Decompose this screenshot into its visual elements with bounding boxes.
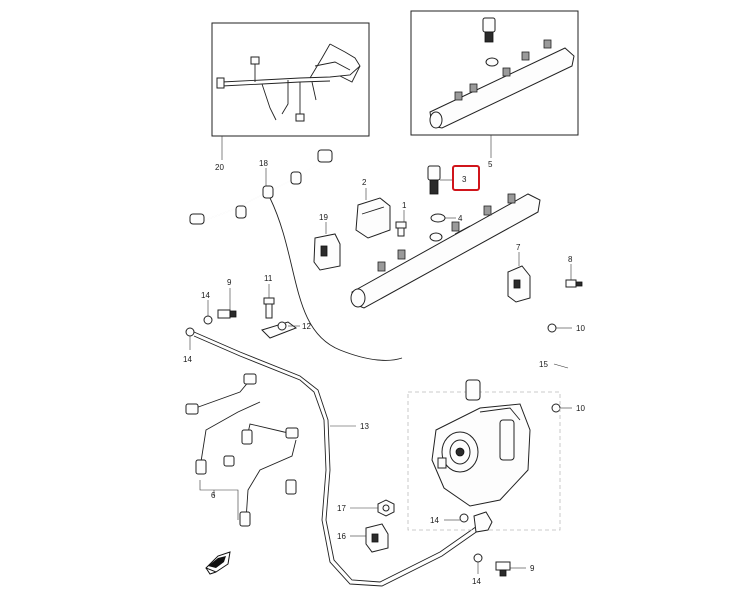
part-injection-pump [407,379,561,531]
part-17-nut [377,499,395,517]
callout-4: 4 [458,214,463,223]
part-8-bolt [565,279,583,288]
part-1-bolt [395,221,407,237]
part-9-banjo-bolt-lower [495,561,511,577]
part-10-hose-clamp-lower [551,403,561,413]
callout-16: 16 [337,532,346,541]
inset-rail-5 [410,10,579,136]
part-14-washer-lower [473,553,483,563]
inset-harness-20 [211,22,370,137]
callout-8: 8 [568,255,573,264]
callout-11: 11 [264,274,273,283]
callout-10-lower: 10 [576,404,585,413]
part-18-leakoff-pipe [189,149,403,361]
part-11-bolt [263,297,275,319]
part-4-seal-ring [430,213,446,223]
part-6-injector-pipes [185,373,299,527]
part-10-hose-clamp-upper [547,323,557,333]
part-12-clip [261,321,298,339]
callout-5: 5 [488,160,493,169]
callout-7: 7 [516,243,521,252]
callout-14-pump: 14 [430,516,439,525]
part-14-washer-left [185,327,195,337]
highlight-box-part-3 [452,165,480,191]
callout-14-left: 14 [183,355,192,364]
callout-1: 1 [402,201,407,210]
part-13-hp-pipe [193,331,483,587]
callout-3: 3 [462,175,467,184]
part-union-fitting [473,511,493,533]
callout-14-upper: 14 [201,291,210,300]
front-direction-arrow-icon [205,551,231,575]
callout-18: 18 [259,159,268,168]
callout-6: 6 [211,491,216,500]
part-14-washer-upper [203,315,213,325]
callout-9-upper: 9 [227,278,232,287]
part-common-rail [350,193,541,309]
callout-13: 13 [360,422,369,431]
callout-20: 20 [215,163,224,172]
part-2-bracket [355,197,391,239]
callout-12: 12 [302,322,311,331]
part-16-clamp [365,523,389,553]
part-14-washer-pump [459,513,469,523]
callout-15: 15 [539,360,548,369]
callout-9-lower: 9 [530,564,535,573]
callout-14-lower: 14 [472,577,481,586]
callout-2: 2 [362,178,367,187]
callout-17: 17 [337,504,346,513]
part-9-banjo-bolt-upper [217,309,237,319]
part-7-clamp [507,265,531,303]
part-19-bracket [313,233,341,271]
callout-10-upper: 10 [576,324,585,333]
part-15-hose [555,332,579,403]
part-3-pressure-sensor [427,165,441,195]
callout-19: 19 [319,213,328,222]
